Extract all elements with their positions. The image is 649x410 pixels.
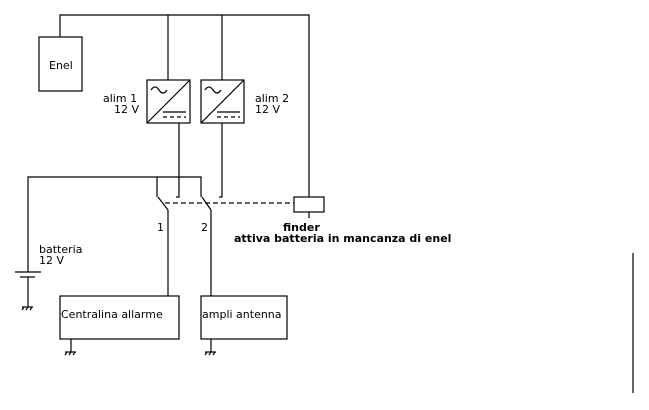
battery-icon [15, 271, 41, 307]
load1-label: Centralina allarme [61, 308, 163, 321]
finder-name: finder [283, 221, 320, 234]
ground-icon [64, 339, 76, 356]
alim1-converter-icon [146, 79, 191, 124]
alim2-output-wire [219, 123, 223, 198]
alim2-converter-icon [200, 79, 245, 124]
finder-relay-box [293, 196, 325, 213]
alim1-output-wire [176, 123, 180, 198]
load1-box [59, 295, 180, 340]
enel-box [38, 36, 83, 92]
alim2-name: alim 2 [255, 92, 289, 105]
load2-box [200, 295, 288, 340]
battery-voltage: 12 V [39, 254, 64, 267]
alim1-voltage: 12 V [114, 103, 139, 116]
ground-icon [204, 339, 216, 356]
switch2-label: 2 [201, 221, 208, 234]
ground-icon [21, 306, 33, 311]
alim1-name: alim 1 [103, 92, 137, 105]
finder-desc: attiva batteria in mancanza di enel [234, 232, 451, 245]
load2-label: ampli antenna [202, 308, 282, 321]
alim2-voltage: 12 V [255, 103, 280, 116]
switch1-label: 1 [157, 221, 164, 234]
mains-wire [59, 14, 310, 197]
enel-label: Enel [49, 59, 73, 72]
battery-bus-wire [27, 176, 202, 272]
battery-name: batteria [39, 243, 82, 256]
switch1-blade [157, 196, 169, 211]
